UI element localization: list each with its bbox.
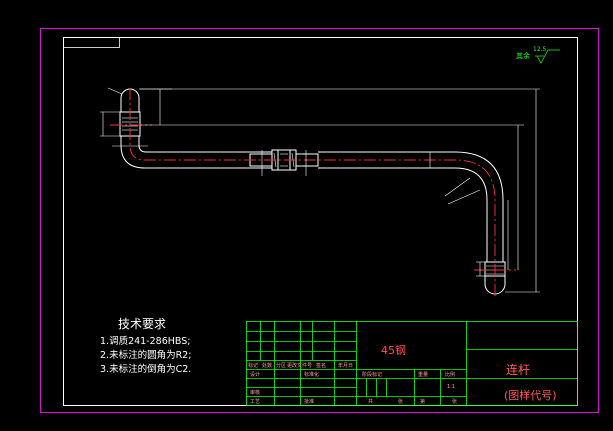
tb-scale: 1:1 bbox=[447, 384, 456, 390]
tb-change-doc: 更改文件号 bbox=[287, 363, 313, 369]
tb-signature: 签名 bbox=[316, 363, 327, 369]
drawing-number: (图样代号) bbox=[504, 389, 557, 402]
roughness-label: 其余 bbox=[516, 52, 530, 60]
tb-design: 设计 bbox=[250, 372, 261, 378]
title-block-grid bbox=[246, 321, 578, 406]
tb-weight: 重量 bbox=[418, 372, 429, 378]
tb-approve: 批准 bbox=[304, 399, 315, 405]
material-label: 45钢 bbox=[381, 344, 406, 357]
corner-tag-box bbox=[63, 37, 120, 48]
roughness-symbol-icon bbox=[535, 49, 560, 64]
tb-date: 年月日 bbox=[338, 363, 354, 369]
tb-total: 共 bbox=[368, 399, 374, 405]
tb-zone: 分区 bbox=[276, 363, 287, 369]
tb-count: 处数 bbox=[262, 363, 273, 369]
tb-ratio: 比例 bbox=[445, 372, 456, 378]
tb-review: 审核 bbox=[250, 390, 261, 396]
roughness-value: 12.5 bbox=[533, 46, 547, 53]
tech-req-title: 技术要求 bbox=[118, 317, 167, 331]
tb-mark: 标记 bbox=[248, 363, 259, 369]
tb-process: 工艺 bbox=[250, 399, 261, 405]
tb-sheet-1: 张 bbox=[398, 399, 404, 405]
tech-req-item-3: 3.未标注的倒角为C2. bbox=[100, 364, 192, 375]
tb-page: 第 bbox=[420, 399, 426, 405]
tech-req-item-1: 1.调质241-286HBS; bbox=[100, 336, 191, 347]
tb-standardize: 标准化 bbox=[304, 372, 320, 378]
centerlines bbox=[110, 88, 516, 296]
tb-stage-mark: 阶段标记 bbox=[362, 372, 383, 378]
dimension-lines bbox=[100, 87, 540, 293]
part-outline bbox=[119, 88, 506, 295]
part-name: 连杆 bbox=[506, 363, 531, 377]
tb-sheet-2: 张 bbox=[452, 399, 458, 405]
outer-frame bbox=[39, 27, 600, 414]
tech-req-item-2: 2.未标注的圆角为R2; bbox=[100, 350, 192, 361]
roughness-note: 其余 12.5 bbox=[516, 46, 546, 61]
